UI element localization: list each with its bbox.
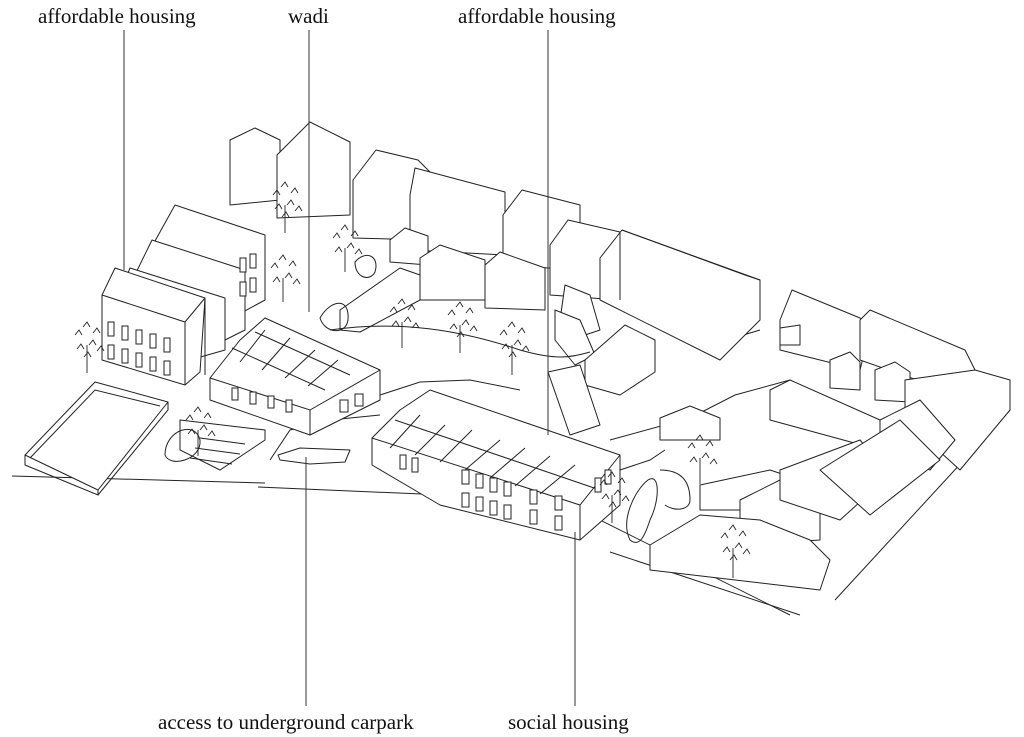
affordable-housing-left-block [101, 204, 266, 386]
label-wadi: wadi [288, 4, 329, 28]
carpark-block [24, 381, 266, 496]
tree-2 [332, 224, 363, 272]
tree-6 [447, 301, 478, 353]
tree-10 [687, 434, 718, 484]
right-buildings [649, 289, 1011, 591]
carpark-ramp [277, 447, 351, 465]
middle-row-block [209, 317, 381, 436]
label-access-underground-carpark: access to underground carpark [158, 710, 414, 734]
tree-9 [599, 471, 630, 523]
label-affordable-housing-left: affordable housing [38, 4, 196, 28]
connector-building [547, 364, 601, 436]
tree-8 [185, 406, 216, 456]
tree-4 [74, 321, 105, 373]
label-affordable-housing-right: affordable housing [458, 4, 616, 28]
wadi-water-features [164, 254, 691, 543]
tree-cluster [74, 181, 751, 578]
social-housing-block [371, 389, 621, 541]
left-block-windows [107, 253, 257, 376]
leader-lines [123, 30, 576, 706]
tree-5 [389, 298, 420, 348]
label-social-housing: social housing [508, 710, 629, 734]
tree-7 [499, 321, 530, 375]
tree-11 [720, 524, 751, 578]
tree-1 [272, 181, 303, 233]
back-buildings [229, 121, 761, 396]
tree-3 [270, 254, 301, 302]
